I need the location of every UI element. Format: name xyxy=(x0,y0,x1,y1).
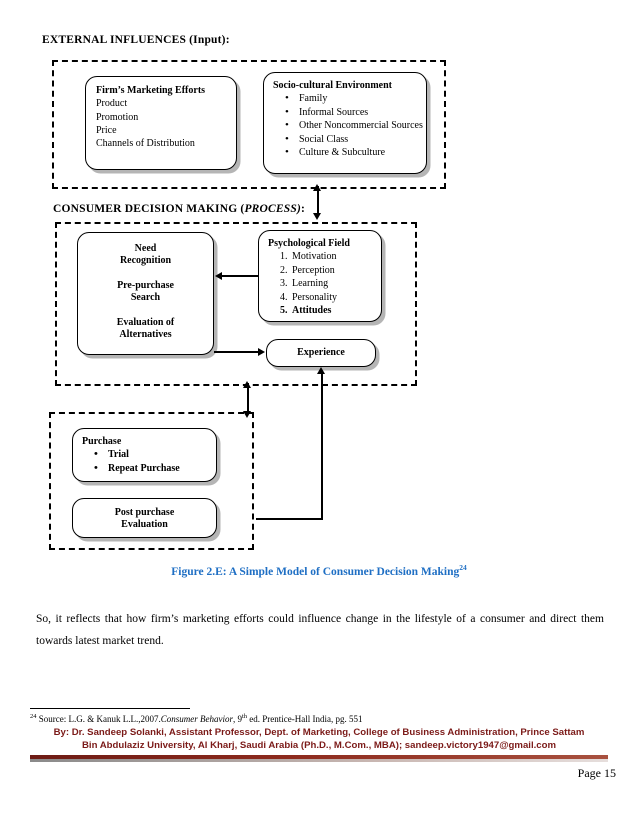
firm-item-promotion: Promotion xyxy=(96,111,139,123)
box-socio-cultural-environment: Socio-cultural Environment Family Inform… xyxy=(263,72,427,174)
purchase-list: Trial Repeat Purchase xyxy=(82,447,216,476)
figure-caption: Figure 2.E: A Simple Model of Consumer D… xyxy=(0,563,638,578)
socio-item-social-class: Social Class xyxy=(285,132,426,147)
connector-process-to-output xyxy=(246,383,250,414)
post-purchase-label: Post purchase Evaluation xyxy=(73,507,216,531)
purchase-item-trial: Trial xyxy=(94,447,216,462)
psych-item-personality: Personality xyxy=(280,291,337,304)
experience-label: Experience xyxy=(297,347,345,358)
box-post-purchase-evaluation: Post purchase Evaluation xyxy=(72,498,217,538)
box-psychological-field: Psychological Field Motivation Perceptio… xyxy=(258,230,382,322)
arrow-head-feedback-to-experience xyxy=(317,367,326,374)
purchase-item-repeat-purchase: Repeat Purchase xyxy=(94,461,216,476)
arrow-head-down-external-process xyxy=(313,213,322,220)
need-line-6: Alternatives xyxy=(119,329,172,340)
footer-author-line-2: Bin Abdulaziz University, Al Kharj, Saud… xyxy=(81,740,557,751)
evaluation-alternatives-label: Evaluation of Alternatives xyxy=(78,317,213,341)
section-heading-consumer-decision-making: CONSUMER DECISION MAKING (PROCESS): xyxy=(53,203,305,215)
socio-cultural-list: Family Informal Sources Other Noncommerc… xyxy=(273,91,426,160)
heading-post-text: : xyxy=(301,203,306,215)
arrow-head-up-process-output xyxy=(243,381,252,388)
need-recognition-label: Need Recognition xyxy=(78,243,213,267)
need-line-2: Recognition xyxy=(119,255,172,266)
box-purchase: Purchase Trial Repeat Purchase xyxy=(72,428,217,482)
footer-bar-primary xyxy=(30,755,608,759)
post-purchase-line-2: Evaluation xyxy=(121,519,168,530)
socio-item-other-noncommercial-sources: Other Noncommercial Sources xyxy=(285,118,426,133)
box-experience: Experience xyxy=(266,339,376,367)
psych-item-learning: Learning xyxy=(280,277,329,290)
feedback-loop-horizontal xyxy=(256,518,323,521)
heading-italic-process: PROCESS) xyxy=(244,203,302,215)
footnote-source: 24 Source: L.G. & Kanuk L.L.,2007.Consum… xyxy=(30,713,363,726)
need-line-1: Need xyxy=(134,243,157,254)
socio-item-culture-subculture: Culture & Subculture xyxy=(285,145,426,160)
footnote-part-2: , 9 xyxy=(232,714,242,724)
need-line-3: Pre-purchase xyxy=(117,280,174,291)
box-title-firms-marketing-efforts: Firm’s Marketing Efforts xyxy=(96,85,206,96)
footer-bar-secondary xyxy=(30,759,608,762)
firm-item-price: Price xyxy=(96,124,117,136)
pre-purchase-search-label: Pre-purchase Search xyxy=(78,280,213,304)
firm-item-channels: Channels of Distribution xyxy=(96,138,195,150)
psychological-field-list: Motivation Perception Learning Personali… xyxy=(268,250,381,318)
connector-psych-to-need xyxy=(222,275,258,278)
footnote-part-1: Source: L.G. & Kanuk L.L.,2007. xyxy=(36,714,161,724)
firm-item-product: Product xyxy=(96,98,128,110)
box-title-socio-cultural-environment: Socio-cultural Environment xyxy=(273,80,392,91)
footnote-ordinal-suffix: th xyxy=(241,713,248,720)
connector-need-to-experience xyxy=(214,351,259,354)
figure-caption-superscript: 24 xyxy=(459,563,467,572)
post-purchase-line-1: Post purchase xyxy=(114,507,175,518)
box-need-recognition: Need Recognition Pre-purchase Search Eva… xyxy=(77,232,214,355)
socio-item-family: Family xyxy=(285,91,426,106)
psych-item-perception: Perception xyxy=(280,264,335,277)
arrow-head-need-to-experience xyxy=(258,347,265,356)
socio-item-informal-sources: Informal Sources xyxy=(285,105,426,120)
body-paragraph: So, it reflects that how firm’s marketin… xyxy=(36,613,604,648)
footnote-part-3: ed. Prentice-Hall India, pg. 551 xyxy=(247,714,363,724)
output-purchase-group xyxy=(49,412,254,550)
section-heading-external-influences: EXTERNAL INFLUENCES (Input): xyxy=(42,34,230,46)
arrow-head-up-external-process xyxy=(313,184,322,191)
need-line-4: Search xyxy=(130,292,161,303)
footnote-separator xyxy=(30,708,190,709)
footnote-italic-title: Consumer Behavior xyxy=(160,714,233,724)
feedback-loop-vertical xyxy=(320,374,323,520)
psych-item-attitudes: Attitudes xyxy=(280,304,332,317)
heading-pre-text: CONSUMER DECISION MAKING ( xyxy=(53,203,245,215)
need-line-5: Evaluation of xyxy=(116,317,175,328)
arrow-head-psych-to-need xyxy=(215,271,222,280)
box-firms-marketing-efforts: Firm’s Marketing Efforts Product Promoti… xyxy=(85,76,237,170)
external-influences-group xyxy=(52,60,446,189)
box-title-purchase: Purchase xyxy=(82,436,122,447)
connector-external-to-process xyxy=(316,186,320,216)
box-title-psychological-field: Psychological Field xyxy=(268,238,350,249)
psych-item-motivation: Motivation xyxy=(280,250,337,263)
footnote-marker: 24 xyxy=(30,713,37,720)
footer-author-line-1: By: Dr. Sandeep Solanki, Assistant Profe… xyxy=(53,727,585,738)
arrow-head-down-process-output xyxy=(243,411,252,418)
page-number: Page 15 xyxy=(577,766,616,780)
figure-caption-text: Figure 2.E: A Simple Model of Consumer D… xyxy=(171,565,460,578)
consumer-decision-making-group xyxy=(55,222,417,386)
